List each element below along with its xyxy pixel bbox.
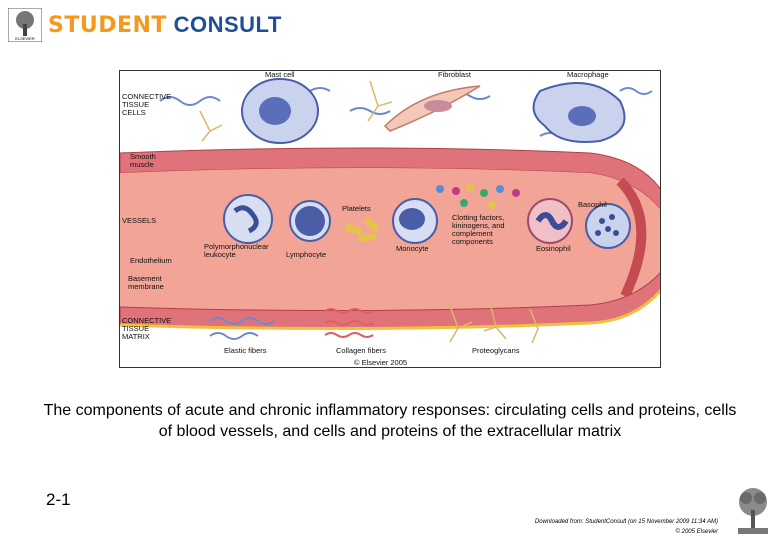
brand-part2: CONSULT [173, 12, 282, 37]
fibroblast-graphic [383, 85, 481, 132]
pmn-graphic [223, 194, 273, 244]
label-collagen-fibers: Collagen fibers [336, 346, 387, 355]
eosinophil-graphic [527, 198, 573, 244]
label-basophil: Basophil [578, 200, 607, 209]
label-ct-matrix: CONNECTIVE TISSUE MATRIX [122, 316, 172, 341]
label-elastic-fibers: Elastic fibers [224, 346, 267, 355]
platelets-graphic [345, 217, 379, 243]
collagen-fibers-bottom [324, 308, 374, 338]
label-clotting: Clotting factors, kininogens, and comple… [452, 213, 505, 246]
proteoglycans-bottom [449, 302, 539, 344]
lymphocyte-graphic [289, 200, 331, 242]
brand-title: STUDENT CONSULT [48, 12, 282, 38]
slide-number: 2-1 [46, 490, 71, 509]
label-proteoglycans: Proteoglycans [472, 346, 520, 355]
label-smooth-muscle: Smooth muscle [130, 152, 156, 169]
elastic-fibers-bottom [209, 317, 275, 340]
label-basement-membrane: Basement membrane [128, 274, 164, 291]
vessel-lumen [120, 168, 660, 311]
monocyte-graphic [392, 198, 438, 244]
label-vessels: VESSELS [122, 216, 157, 225]
inflammation-illustration: Mast cell Fibroblast Macrophage CONNECTI… [119, 70, 661, 368]
basophil-graphic [585, 203, 631, 249]
elsevier-logo-icon [738, 488, 768, 534]
label-ct-cells: CONNECTIVE TISSUE CELLS [122, 92, 172, 117]
student-consult-logo: ELSEVIER STUDENT CONSULT [4, 4, 281, 42]
illustration-drawing [120, 78, 660, 344]
macrophage-graphic [532, 82, 626, 143]
figure-caption: The components of acute and chronic infl… [43, 402, 737, 440]
basement-membrane-line [120, 288, 660, 331]
brand-part1: STUDENT [48, 13, 167, 38]
label-lymphocyte: Lymphocyte [286, 250, 327, 259]
vessel-wall-end [616, 177, 647, 299]
clotting-factors-graphic [436, 183, 520, 209]
label-endothelium: Endothelium [130, 256, 172, 265]
label-mast-cell: Mast cell [265, 70, 295, 79]
label-fibroblast: Fibroblast [438, 70, 471, 79]
elsevier-tree-icon: ELSEVIER [8, 8, 42, 42]
label-eosinophil: Eosinophil [536, 244, 571, 253]
label-monocyte: Monocyte [396, 244, 429, 253]
label-pmn: Polymorphonuclear leukocyte [204, 242, 269, 259]
footer-copyright: © 2005 Elsevier [675, 529, 718, 535]
footer-download-note: Downloaded from: StudentConsult (on 15 N… [534, 519, 718, 525]
publisher-small-label: ELSEVIER [15, 36, 35, 41]
label-platelets: Platelets [342, 204, 371, 213]
label-copyright: © Elsevier 2005 [354, 358, 408, 367]
label-macrophage: Macrophage [567, 70, 609, 79]
mast-cell-graphic [241, 78, 319, 144]
